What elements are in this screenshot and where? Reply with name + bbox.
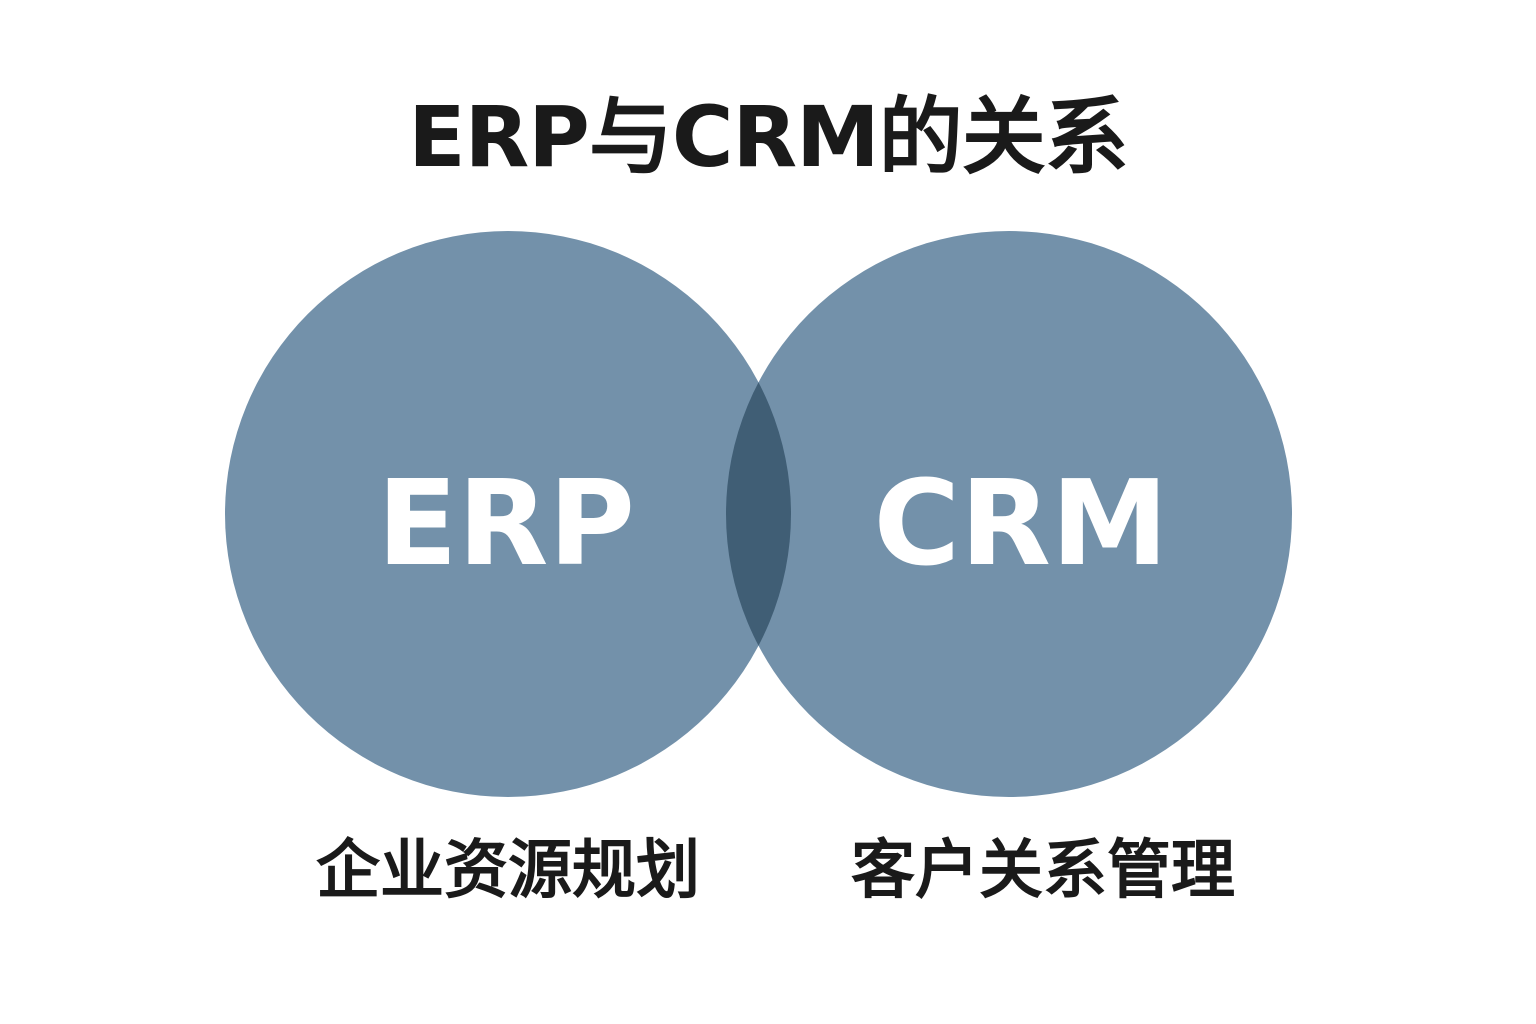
crm-circle bbox=[726, 231, 1292, 797]
crm-label: CRM bbox=[874, 454, 1169, 592]
erp-circle bbox=[225, 231, 791, 797]
erp-label: ERP bbox=[377, 454, 635, 592]
crm-caption: 客户关系管理 bbox=[851, 834, 1235, 908]
diagram-title: ERP与CRM的关系 bbox=[408, 88, 1129, 186]
erp-caption: 企业资源规划 bbox=[316, 834, 700, 908]
